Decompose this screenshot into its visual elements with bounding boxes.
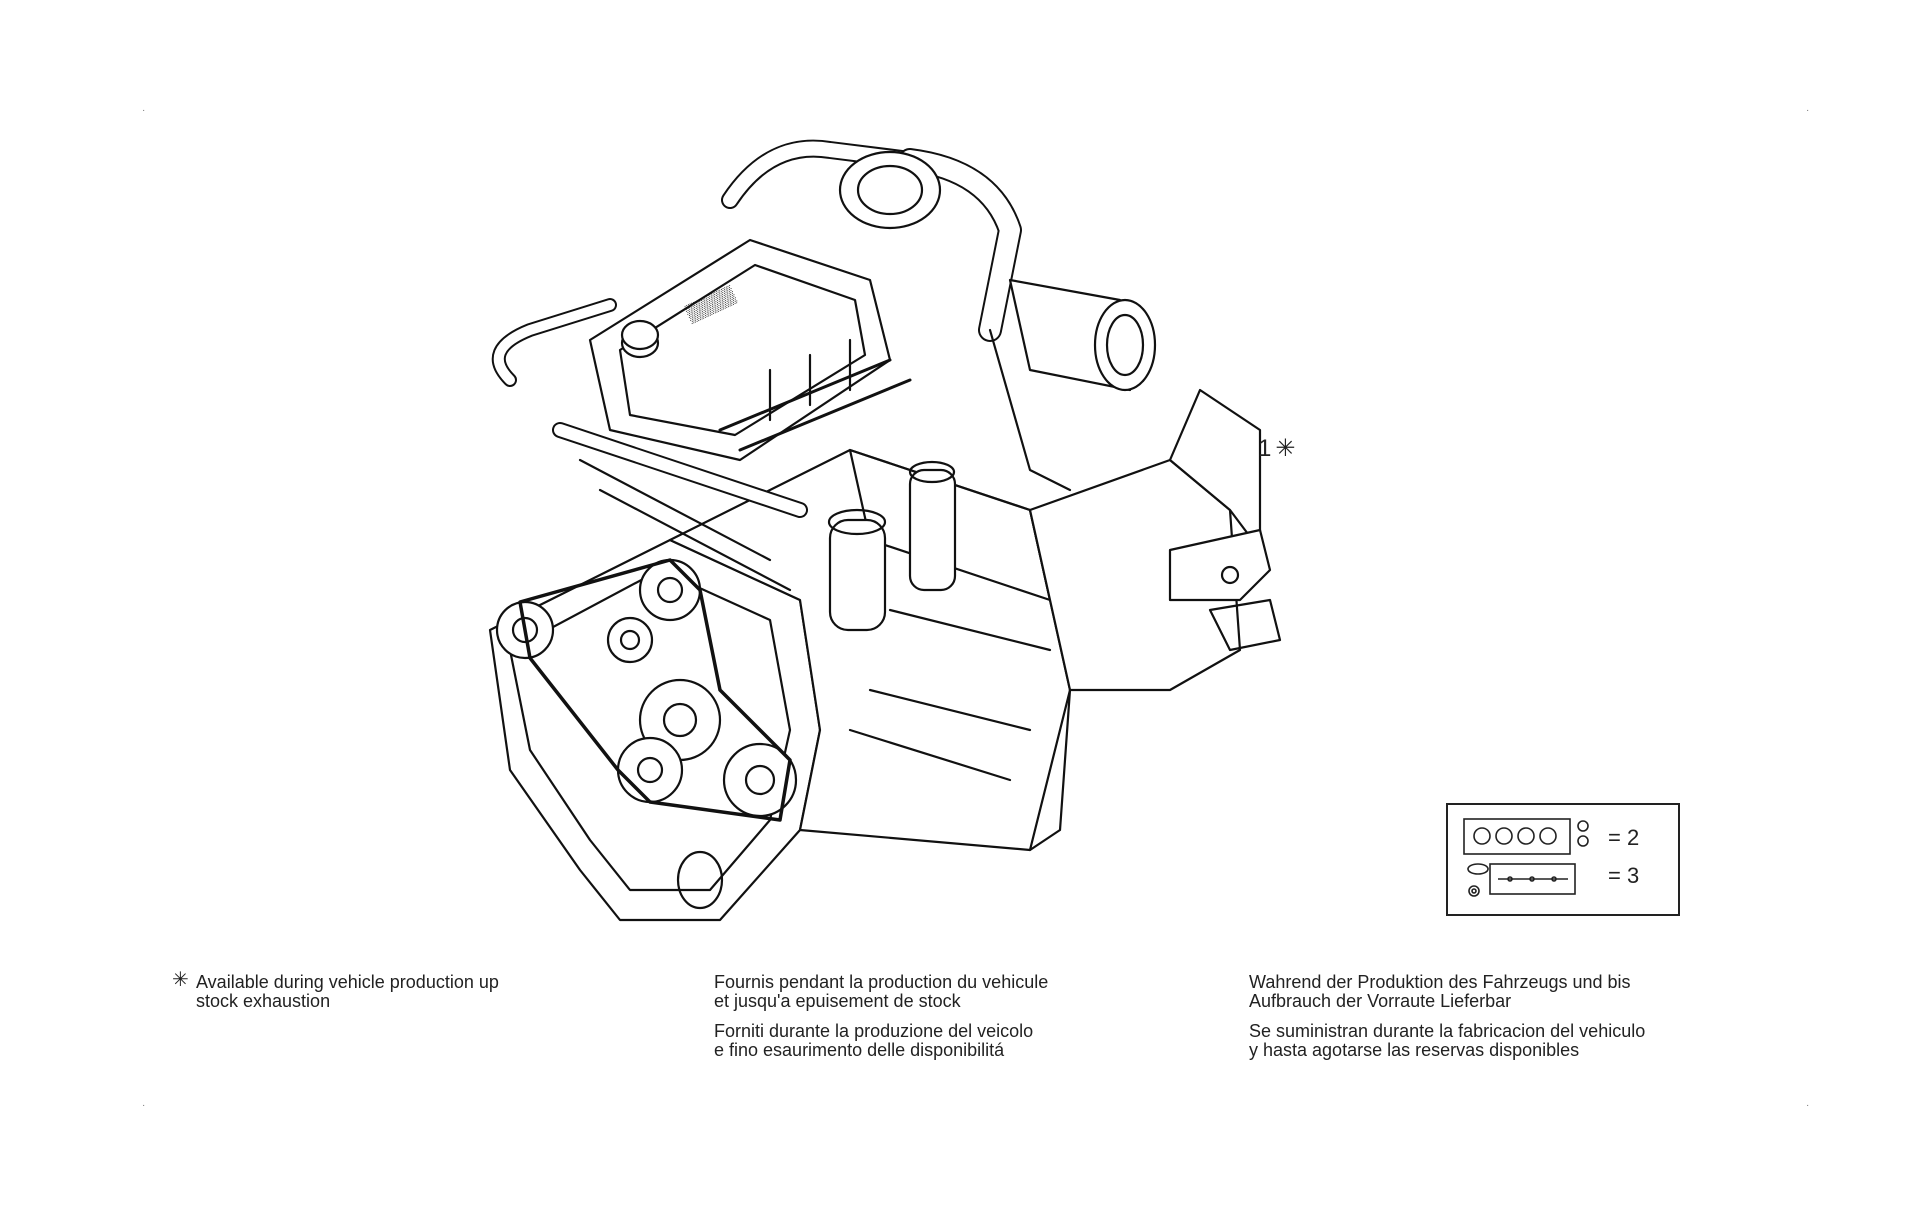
note-text-french: Fournis pendant la production du vehicul…	[714, 972, 1049, 1011]
callout-1: 1✳	[1258, 434, 1295, 463]
corner-mark-bottom-right: ·	[1806, 1100, 1810, 1111]
asterisk-icon: ✳	[1275, 435, 1296, 462]
note-english: ✳ Available during vehicle production up…	[172, 970, 656, 1011]
note-german-spanish: Wahrend der Produktion des Fahrzeugs und…	[1249, 973, 1769, 1060]
note-french-italian: Fournis pendant la production du vehicul…	[714, 973, 1184, 1060]
corner-mark-bottom-left: ·	[142, 1100, 146, 1111]
note-text-spanish: Se suministran durante la fabricacion de…	[1249, 1021, 1646, 1060]
corner-mark-top-left: ·	[142, 105, 146, 116]
engine-assembly-drawing: ▒▒▒▒	[488, 139, 1282, 922]
gasket-set-quantity: = 2	[1608, 825, 1640, 850]
gasket-kit-legend: = 2 = 3	[1446, 803, 1680, 916]
asterisk-icon: ✳	[172, 969, 189, 991]
gasket-kit-icon	[1463, 818, 1589, 897]
note-text-italian: Forniti durante la produzione del veicol…	[714, 1021, 1034, 1060]
callout-number: 1	[1258, 435, 1272, 462]
seal-set-quantity: = 3	[1608, 863, 1640, 888]
note-text-english: Available during vehicle production up s…	[196, 972, 499, 1011]
note-text-german: Wahrend der Produktion des Fahrzeugs und…	[1249, 972, 1631, 1011]
corner-mark-top-right: ·	[1806, 105, 1810, 116]
